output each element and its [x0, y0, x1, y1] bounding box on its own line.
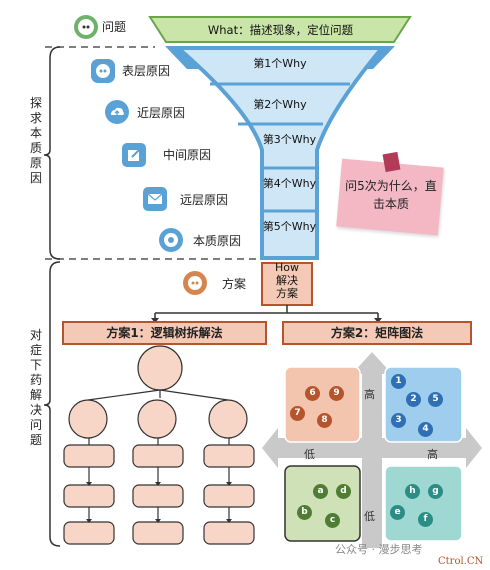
- side-label-bottom: 对症下药解决问题: [29, 328, 42, 447]
- tree-node: [137, 399, 177, 439]
- matrix-dot: f: [418, 512, 433, 527]
- solution-label: 方案: [222, 277, 247, 291]
- matrix-dot: h: [405, 484, 420, 499]
- wechat-watermark: 公众号 · 漫步思考: [335, 543, 423, 556]
- brace-bottom: [43, 261, 61, 547]
- cause-label-2: 近层原因: [137, 106, 186, 120]
- why-4-label: 第4个Why: [262, 177, 317, 190]
- mail-icon: [142, 186, 168, 212]
- quadrant-top-left: [284, 366, 361, 443]
- matrix-dot: 7: [290, 406, 305, 421]
- matrix-dot: b: [297, 505, 312, 520]
- side-label-top: 探求本质原因: [29, 96, 42, 185]
- matrix-dot: 2: [406, 392, 421, 407]
- tree-node: [208, 399, 248, 439]
- matrix-axes: [262, 352, 482, 548]
- axis-label-low-left: 低: [304, 448, 315, 461]
- matrix-dot: 4: [418, 422, 433, 437]
- axis-label-low-bottom: 低: [364, 510, 375, 523]
- cause-label-4: 远层原因: [180, 193, 229, 207]
- matrix-dot: 1: [391, 374, 406, 389]
- cause-label-1: 表层原因: [122, 64, 171, 78]
- how-box: [261, 262, 313, 306]
- quadrant-bottom-right: [384, 465, 463, 542]
- scheme-1-box: 方案1：逻辑树拆解法: [62, 321, 267, 345]
- matrix-dot: 6: [305, 386, 320, 401]
- cause-label-3: 中间原因: [163, 148, 212, 162]
- matrix-dot: a: [313, 484, 328, 499]
- matrix-dot: e: [390, 505, 405, 520]
- cloud-upload-icon: [104, 99, 130, 125]
- settings-icon: [158, 227, 184, 253]
- matrix-dot: c: [325, 513, 340, 528]
- sticky-note-text: 问5次为什么，直击本质: [345, 179, 437, 211]
- solution-icon: [182, 270, 208, 296]
- tree-root: [137, 345, 183, 391]
- question-icon: [73, 14, 99, 40]
- quadrant-bottom-left: [284, 465, 361, 542]
- what-band: [148, 16, 412, 43]
- scheme-2-box: 方案2：矩阵图法: [282, 321, 472, 345]
- site-watermark: Ctrol.CN: [438, 556, 484, 567]
- tree-node: [68, 399, 108, 439]
- axis-label-high-top: 高: [364, 388, 375, 401]
- why-3-label: 第3个Why: [262, 133, 317, 146]
- matrix-dot: 3: [391, 413, 406, 428]
- pin-icon: [382, 151, 401, 173]
- funnel-body: [172, 46, 387, 260]
- matrix-dot: 5: [428, 392, 443, 407]
- question-label: 问题: [102, 20, 127, 34]
- axis-label-high-right: 高: [427, 448, 438, 461]
- matrix-dot: d: [336, 484, 351, 499]
- why-5-label: 第5个Why: [262, 220, 317, 233]
- why-2-label: 第2个Why: [253, 98, 307, 111]
- how-label: How 解决 方案: [275, 261, 299, 300]
- brace-top: [43, 46, 61, 260]
- what-label: What：描述现象，定位问题: [207, 23, 354, 37]
- cause-label-5: 本质原因: [193, 234, 242, 248]
- matrix-dot: 8: [317, 413, 332, 428]
- edit-icon: [121, 142, 147, 168]
- matrix-dot: 9: [329, 386, 344, 401]
- cause-icon-1: [90, 58, 116, 84]
- matrix-dot: g: [428, 484, 443, 499]
- why-1-label: 第1个Why: [253, 57, 307, 70]
